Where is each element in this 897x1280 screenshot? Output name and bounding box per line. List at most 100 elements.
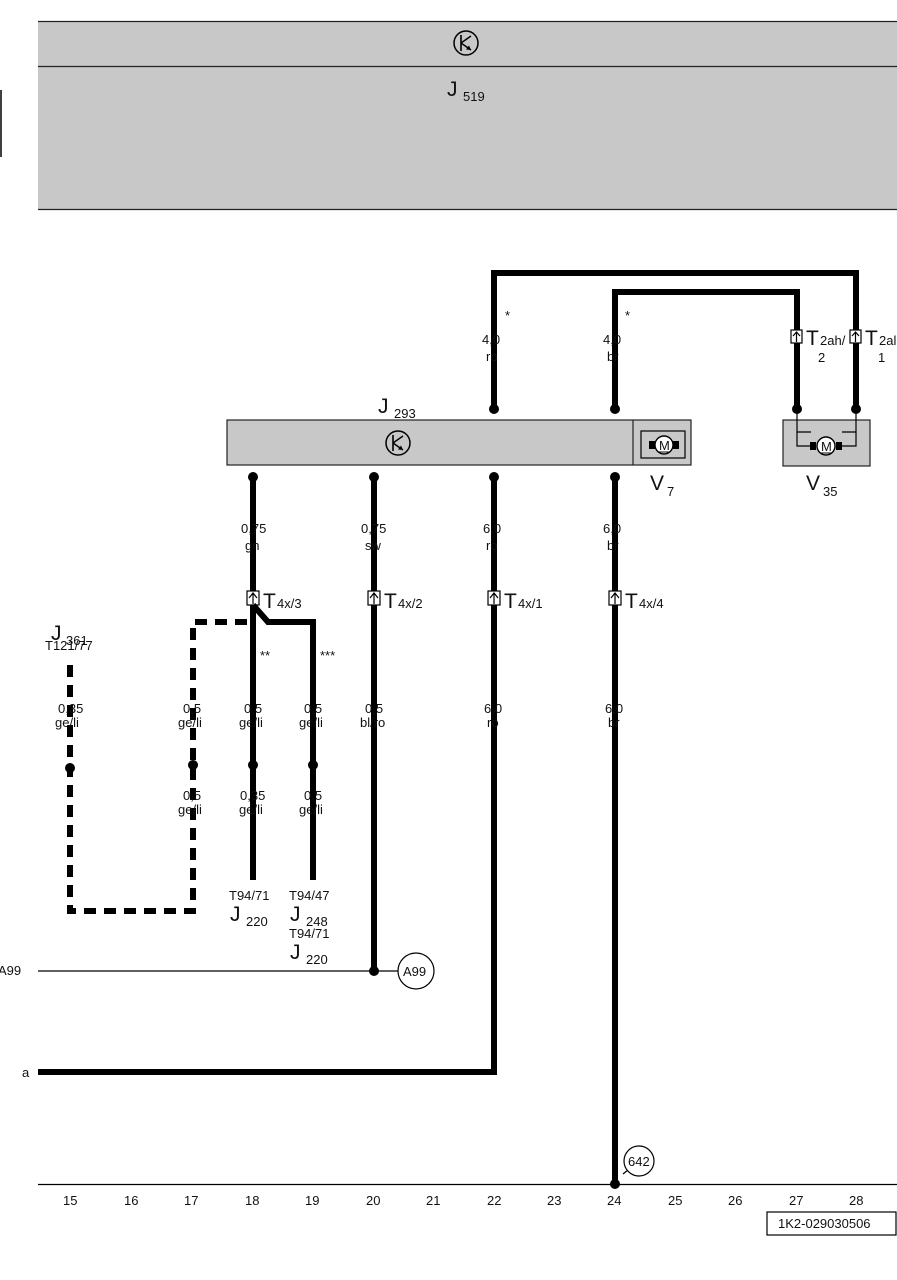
document-id-text: 1K2-029030506 xyxy=(778,1216,871,1231)
transistor-icon xyxy=(385,430,411,456)
wire-col20-size: 0,75 xyxy=(361,521,386,536)
wire-col19a-size: 0,5 xyxy=(304,701,322,716)
connector-t4x2: T 4x/2 xyxy=(367,590,423,613)
column-number: 18 xyxy=(245,1193,259,1208)
wire-col22-size: 6,0 xyxy=(483,521,501,536)
j293-label: J xyxy=(378,395,389,418)
j220a-pin: T94/71 xyxy=(229,888,269,903)
wire-col17b-color: ge/li xyxy=(178,802,202,817)
wire-dashed-17 xyxy=(67,619,247,914)
column-number: 20 xyxy=(366,1193,380,1208)
j519-label: J xyxy=(447,78,458,101)
motor-v7-icon: M xyxy=(640,430,686,459)
j361-pin: T121/77 xyxy=(45,638,93,653)
wire-col18b-color: ge/li xyxy=(239,802,263,817)
wire-top-br xyxy=(612,289,800,409)
column-number: 24 xyxy=(607,1193,621,1208)
transistor-icon xyxy=(453,30,479,56)
j248-label: J xyxy=(290,903,301,926)
connector-t2ah: T 2ah/ 2 xyxy=(790,327,846,365)
j519-sub: 519 xyxy=(463,89,485,104)
j220b-sub: 220 xyxy=(306,952,328,967)
connector-t4x1-sub: 4x/1 xyxy=(518,596,543,611)
j220a-label: J xyxy=(230,903,241,926)
j220b-pin: T94/71 xyxy=(289,926,329,941)
wire-top-ro-mark: * xyxy=(505,308,510,323)
j293-sub: 293 xyxy=(394,406,416,421)
j293-unit: M xyxy=(226,419,692,466)
wire-top-br-color: br xyxy=(607,349,619,364)
connector-t4x3-sub: 4x/3 xyxy=(277,596,302,611)
j220a-sub: 220 xyxy=(246,914,268,929)
ground-642: 642 xyxy=(622,1145,655,1177)
wire-col24a-color: br xyxy=(608,715,620,730)
column-number: 22 xyxy=(487,1193,501,1208)
v35-sub: 35 xyxy=(823,484,837,499)
v35-unit: M xyxy=(782,409,871,467)
connector-t2a1: T 2al 1 xyxy=(849,327,896,365)
column-number: 28 xyxy=(849,1193,863,1208)
j519-unit: J 519 xyxy=(38,20,897,211)
connector-t4x1: T 4x/1 xyxy=(487,590,543,613)
wire-col18-color: gn xyxy=(245,538,259,553)
j248-sub: 248 xyxy=(306,914,328,929)
j220b-label: J xyxy=(290,941,301,964)
connector-t4x2-main: T xyxy=(384,590,397,613)
column-numbers: 15 16 17 18 19 20 21 22 23 24 25 26 27 2… xyxy=(63,1193,863,1208)
connector-t4x3: T 4x/3 xyxy=(246,590,302,613)
column-number: 19 xyxy=(305,1193,319,1208)
document-id: 1K2-029030506 xyxy=(766,1211,897,1236)
v7-label: V xyxy=(650,472,664,495)
motor-v35-symbol: M xyxy=(821,439,832,454)
connector-t4x4-sub: 4x/4 xyxy=(639,596,664,611)
v35-label: V xyxy=(806,472,820,495)
j361-label: J xyxy=(51,622,62,645)
wire-top-ro-color: ro xyxy=(486,349,498,364)
a99-reference-text: A99 xyxy=(403,964,426,979)
connector-t4x4: T 4x/4 xyxy=(608,590,664,613)
wire-col18-mark: ** xyxy=(260,648,270,663)
wire-top-ro-size: 4,0 xyxy=(482,332,500,347)
connector-t2a1-sub: 2al xyxy=(879,333,896,348)
wire-top-br-size: 4,0 xyxy=(603,332,621,347)
connector-t2ah-sub: 2ah/ xyxy=(820,333,846,348)
wire-col15-size: 0,35 xyxy=(58,701,83,716)
ground-642-text: 642 xyxy=(628,1154,650,1169)
wire-col17-color: ge/li xyxy=(178,715,202,730)
motor-v7-symbol: M xyxy=(659,438,670,453)
wire-col15-color: ge/li xyxy=(55,715,79,730)
wire-col19b-color: ge/li xyxy=(299,802,323,817)
wire-col19 xyxy=(250,603,316,880)
wire-col19a-color: ge/li xyxy=(299,715,323,730)
wire-col22-color: ro xyxy=(486,538,498,553)
column-number: 27 xyxy=(789,1193,803,1208)
connector-t2a1-main: T xyxy=(865,327,878,350)
connector-t4x4-main: T xyxy=(625,590,638,613)
wire-top-br-mark: * xyxy=(625,308,630,323)
column-number: 15 xyxy=(63,1193,77,1208)
wire-col24-size: 6,0 xyxy=(603,521,621,536)
wire-col19-mark: *** xyxy=(320,648,335,663)
wire-col17b-size: 0,5 xyxy=(183,788,201,803)
column-number: 16 xyxy=(124,1193,138,1208)
a-left-label: a xyxy=(22,1065,30,1080)
connector-t4x2-sub: 4x/2 xyxy=(398,596,423,611)
connector-t2ah-pin: 2 xyxy=(818,350,825,365)
wire-col20-color: sw xyxy=(365,538,382,553)
wire-col22a-color: ro xyxy=(487,715,499,730)
wire-col19b-size: 0,5 xyxy=(304,788,322,803)
a99-reference: A99 xyxy=(397,952,435,990)
wire-col24a-size: 6,0 xyxy=(605,701,623,716)
column-number: 26 xyxy=(728,1193,742,1208)
column-number: 17 xyxy=(184,1193,198,1208)
wire-col18a-color: ge/li xyxy=(239,715,263,730)
wire-col18b-size: 0,35 xyxy=(240,788,265,803)
wire-col22 xyxy=(38,477,497,1075)
a99-left-label: A99 xyxy=(0,963,21,978)
column-number: 21 xyxy=(426,1193,440,1208)
column-number: 23 xyxy=(547,1193,561,1208)
connector-t4x1-main: T xyxy=(504,590,517,613)
column-number: 25 xyxy=(668,1193,682,1208)
connector-t2ah-main: T xyxy=(806,327,819,350)
